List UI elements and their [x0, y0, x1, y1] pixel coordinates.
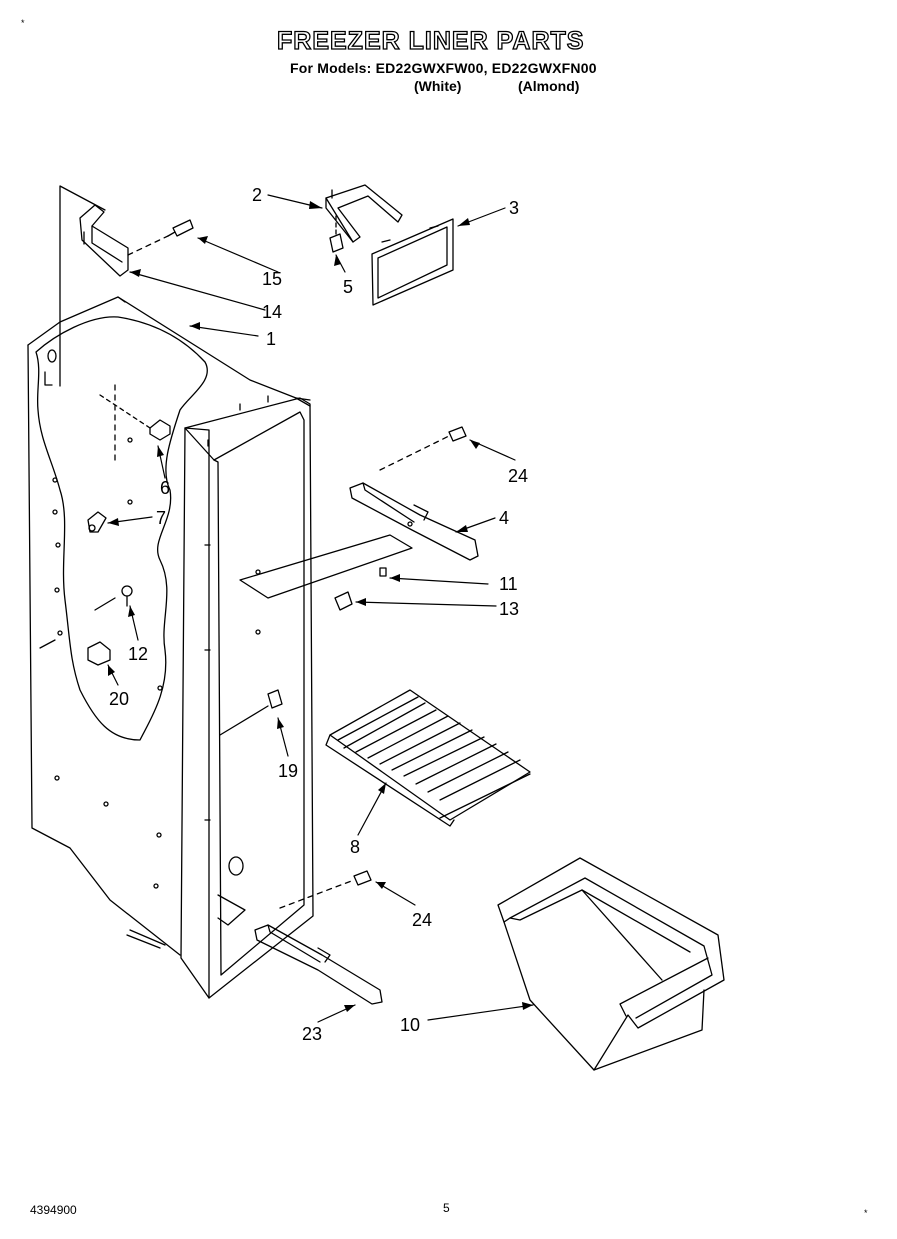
- callout-23: 23: [302, 1024, 322, 1044]
- callout-24-upper: 24: [508, 466, 528, 486]
- part-19: [219, 689, 283, 736]
- callout-13: 13: [499, 599, 519, 619]
- callout-8: 8: [350, 837, 360, 857]
- rail-23: [254, 924, 383, 1005]
- callout-2: 2: [252, 185, 262, 205]
- callout-4: 4: [499, 508, 509, 528]
- rail-4: [349, 482, 479, 561]
- callout-1: 1: [266, 329, 276, 349]
- part-7: [87, 511, 107, 533]
- page-title: FREEZER LINER PARTS: [276, 26, 585, 55]
- clip-6: [149, 419, 171, 441]
- callout-20: 20: [109, 689, 129, 709]
- page-number: 5: [443, 1201, 450, 1215]
- cover-3: [371, 218, 454, 306]
- callout-19: 19: [278, 761, 298, 781]
- color-almond-label: (Almond): [518, 78, 580, 94]
- leader-arrowheads: [108, 201, 533, 1012]
- registration-mark: *: [864, 1208, 868, 1218]
- color-white-label: (White): [414, 78, 462, 94]
- callout-11: 11: [499, 574, 518, 594]
- socket-13: [334, 591, 353, 611]
- models-line: For Models: ED22GWXFW00, ED22GWXFN00: [290, 60, 597, 76]
- leader-lines: [107, 194, 534, 1023]
- freezer-liner: [27, 296, 314, 999]
- screw-15: [127, 219, 194, 256]
- document-number: 4394900: [30, 1203, 77, 1217]
- light-shield-11: [239, 534, 413, 599]
- callout-15: 15: [262, 269, 282, 289]
- callout-6: 6: [160, 478, 170, 498]
- callout-12: 12: [128, 644, 148, 664]
- part-20: [87, 641, 111, 666]
- callout-10: 10: [400, 1015, 420, 1035]
- screw-24-upper: [379, 426, 467, 471]
- callout-numbers: 2 3 5 15 14 1 6 7 24 4 11 13 12 20 19 8 …: [109, 185, 528, 1044]
- callout-14: 14: [262, 302, 282, 322]
- screw-24-lower: [279, 870, 372, 909]
- callout-5: 5: [343, 277, 353, 297]
- callout-7: 7: [156, 508, 166, 528]
- callout-3: 3: [509, 198, 519, 218]
- screw-5: [329, 215, 344, 253]
- wire-shelf-8: [325, 689, 531, 827]
- storage-bin-10: [497, 857, 725, 1071]
- callout-24-lower: 24: [412, 910, 432, 930]
- bracket-2: [325, 184, 403, 243]
- hinge-bracket: [59, 185, 129, 387]
- registration-mark: *: [21, 18, 25, 28]
- screw-12: [121, 585, 133, 607]
